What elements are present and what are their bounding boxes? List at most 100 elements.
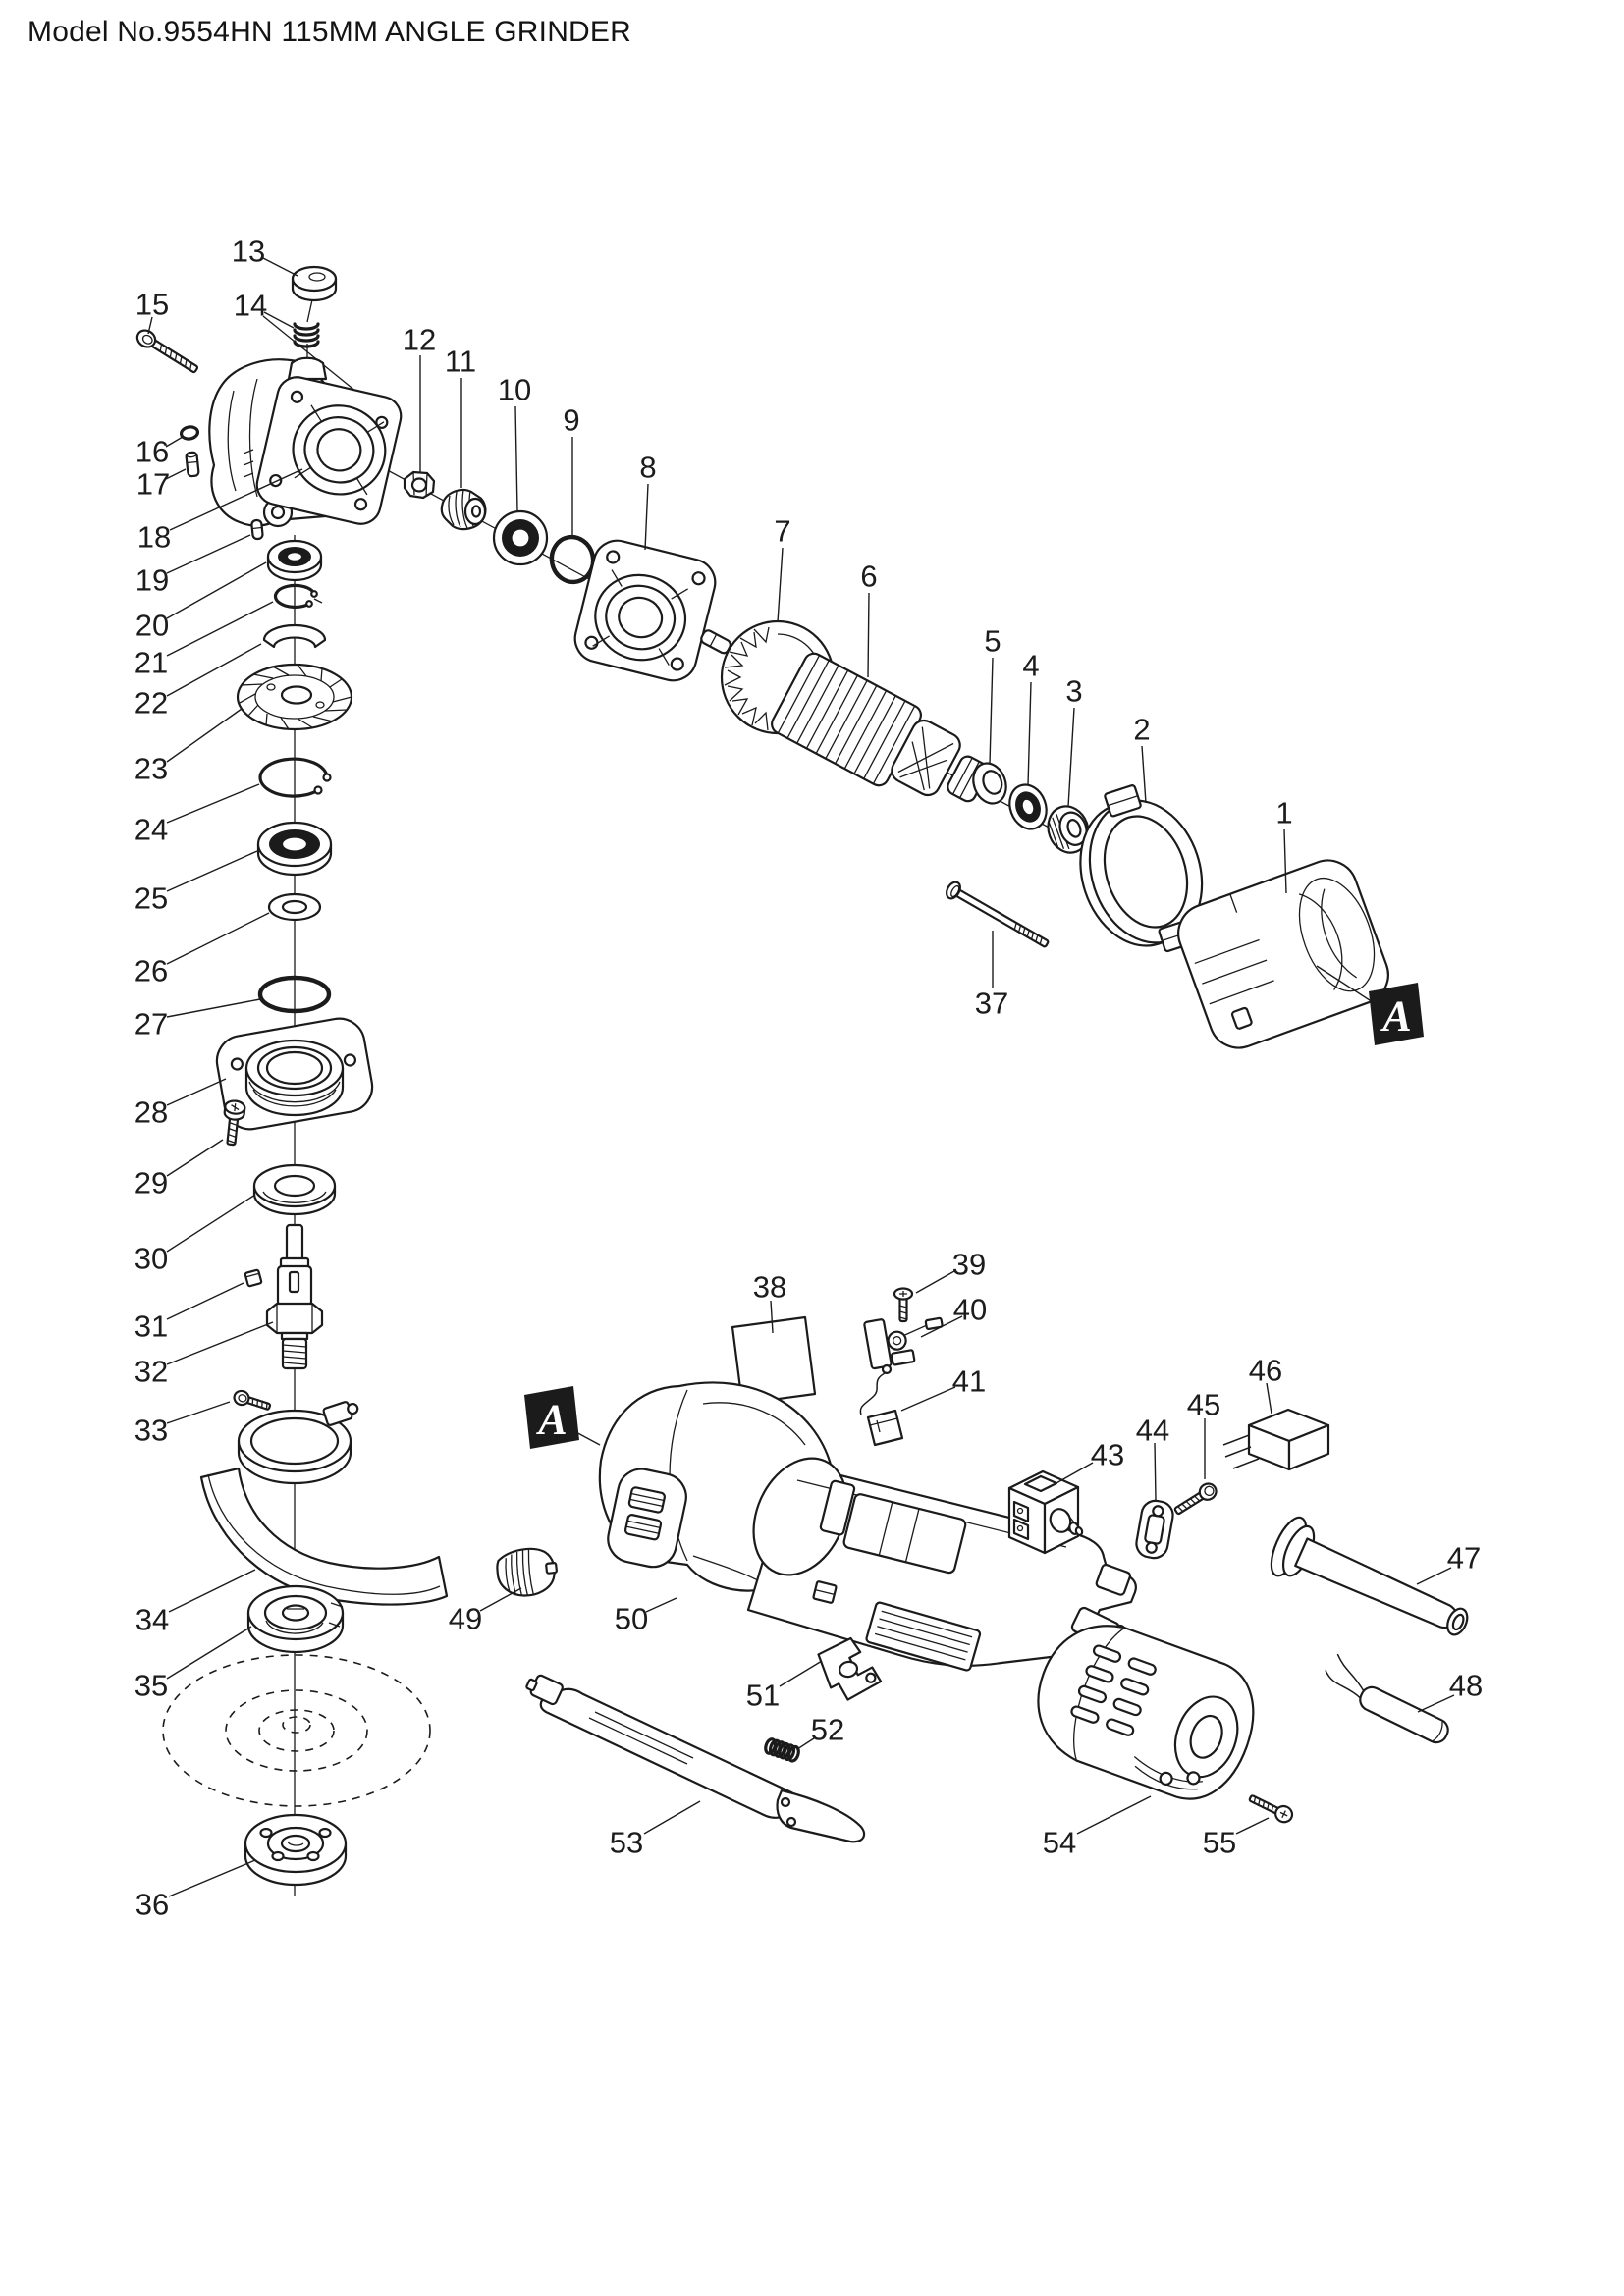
part-leader-53 — [643, 1800, 701, 1835]
part-48-cord-sleeve — [1325, 1653, 1449, 1744]
part-leader-16 — [165, 436, 184, 448]
part-45-screw — [1173, 1482, 1218, 1516]
part-20-bearing — [266, 539, 323, 582]
part-leader-52 — [796, 1737, 815, 1750]
part-8-bearing-cover — [573, 539, 717, 682]
part-leader-6 — [867, 592, 870, 678]
part-leader-24 — [166, 783, 260, 824]
part-leader-29 — [166, 1139, 224, 1177]
part-50-motor-housing — [598, 1381, 1137, 1672]
part-leader-21 — [166, 601, 274, 657]
part-10-bearing — [492, 509, 549, 566]
part-5-washer — [972, 762, 1007, 805]
part-leader-31 — [166, 1282, 244, 1320]
part-label-44: 44 — [1136, 1414, 1169, 1448]
part-37-bolt — [946, 881, 1050, 948]
part-label-52: 52 — [811, 1713, 844, 1747]
part-9-o-ring — [549, 534, 596, 585]
part-label-40: 40 — [953, 1293, 987, 1327]
grinding-wheel-outline — [162, 1654, 431, 1807]
part-label-46: 46 — [1249, 1354, 1282, 1388]
page-title: Model No.9554HN 115MM ANGLE GRINDER — [27, 16, 631, 48]
part-leader-46 — [1266, 1382, 1272, 1415]
part-label-30: 30 — [135, 1242, 168, 1276]
part-leader-34 — [168, 1569, 256, 1613]
part-label-29: 29 — [135, 1166, 168, 1201]
part-label-21: 21 — [135, 646, 168, 680]
part-leader-5 — [989, 657, 994, 765]
part-label-34: 34 — [135, 1603, 169, 1637]
part-label-41: 41 — [952, 1364, 986, 1399]
part-label-23: 23 — [135, 752, 168, 786]
part-label-16: 16 — [135, 435, 169, 469]
part-label-8: 8 — [639, 451, 656, 485]
part-label-3: 3 — [1065, 674, 1082, 709]
part-label-37: 37 — [975, 987, 1008, 1021]
part-label-7: 7 — [774, 514, 790, 549]
part-leader-41 — [900, 1386, 956, 1412]
part-label-25: 25 — [135, 881, 168, 916]
part-label-22: 22 — [135, 686, 168, 721]
part-label-12: 12 — [403, 323, 436, 357]
part-label-27: 27 — [135, 1007, 168, 1041]
part-leader-19 — [166, 534, 251, 574]
part-leader-40 — [920, 1315, 963, 1338]
part-leader-48 — [1417, 1694, 1455, 1713]
part-leader-10 — [514, 405, 518, 512]
part-leader-51 — [779, 1660, 823, 1687]
part-33-screw — [233, 1389, 272, 1411]
part-15-screw — [135, 329, 199, 374]
part-label-1: 1 — [1275, 796, 1292, 830]
part-38-nameplate — [731, 1315, 817, 1406]
part-label-20: 20 — [135, 609, 169, 643]
part-label-49: 49 — [449, 1602, 482, 1636]
part-54-rear-cover — [1037, 1625, 1255, 1800]
part-6-armature — [700, 619, 1001, 803]
part-2-baffle-ring — [1079, 784, 1204, 953]
part-22-wave-washer — [262, 623, 327, 649]
part-34-wheel-guard — [199, 1401, 449, 1606]
part-label-18: 18 — [137, 520, 171, 555]
part-leader-3 — [1067, 707, 1075, 808]
part-13-cap — [291, 265, 338, 302]
part-35-inner-flange — [246, 1584, 345, 1654]
part-leader-36 — [168, 1859, 256, 1897]
part-label-33: 33 — [135, 1414, 168, 1448]
part-leader-13 — [262, 257, 298, 277]
part-label-51: 51 — [746, 1679, 780, 1713]
part-47-side-handle — [1270, 1516, 1469, 1636]
part-label-26: 26 — [135, 954, 168, 988]
part-leader-44 — [1154, 1442, 1157, 1501]
part-label-11: 11 — [445, 345, 476, 379]
part-55-screw — [1248, 1794, 1294, 1824]
part-label-4: 4 — [1022, 649, 1039, 683]
part-label-36: 36 — [135, 1888, 169, 1922]
part-label-39: 39 — [952, 1248, 986, 1282]
part-11-pinion — [440, 488, 487, 531]
part-36-lock-nut — [244, 1813, 348, 1887]
part-leader-33 — [166, 1401, 231, 1424]
part-label-6: 6 — [860, 560, 877, 594]
part-25-bearing — [256, 821, 333, 877]
part-leader-38 — [770, 1300, 774, 1334]
part-39-screw — [893, 1287, 914, 1323]
part-leader-54 — [1076, 1795, 1152, 1835]
part-52-spring — [764, 1737, 800, 1763]
part-27-o-ring — [257, 975, 332, 1014]
part-label-5: 5 — [984, 624, 1001, 659]
part-49-lock-lever — [496, 1547, 558, 1597]
part-leader-4 — [1027, 681, 1032, 786]
view-marker-letter-1: A — [535, 1396, 567, 1444]
part-14-spring — [293, 322, 320, 348]
part-3-sleeve — [1047, 805, 1090, 854]
part-leader-35 — [166, 1626, 252, 1680]
labels-layer: 1234567891011121314151617181920212223242… — [135, 235, 1483, 1922]
part-leader-50 — [645, 1597, 677, 1613]
part-label-35: 35 — [135, 1669, 168, 1703]
part-leader-27 — [166, 998, 261, 1018]
part-label-55: 55 — [1203, 1826, 1236, 1860]
part-label-50: 50 — [615, 1602, 648, 1636]
part-leader-1 — [1283, 828, 1287, 894]
part-53-switch-lever — [525, 1674, 866, 1843]
